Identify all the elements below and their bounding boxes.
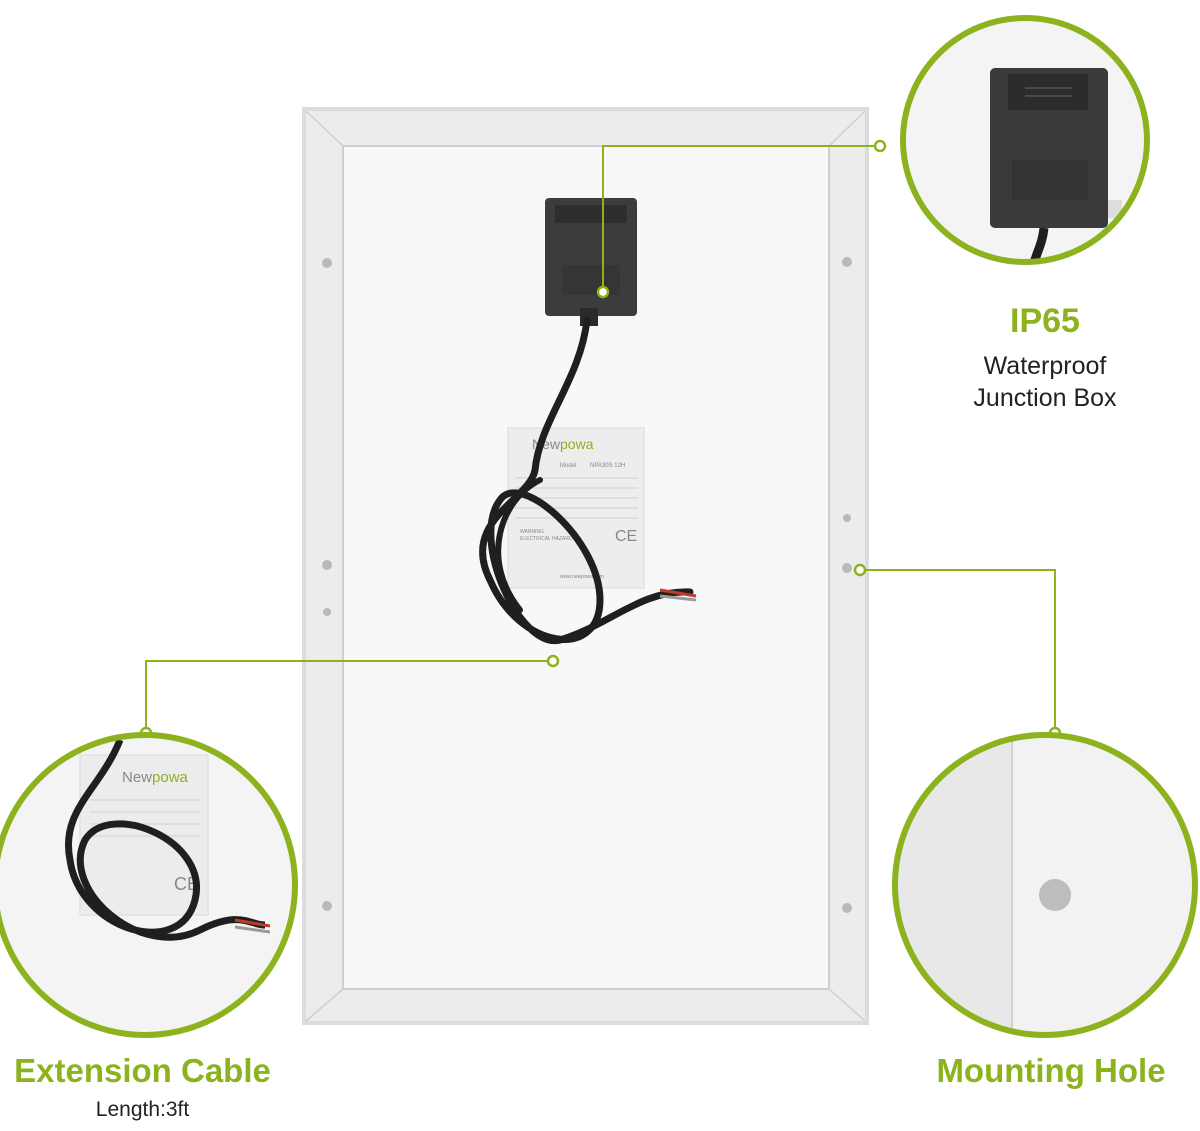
junction-box-zoom	[900, 15, 1150, 265]
extension-cable	[479, 316, 694, 644]
label-model-key: Model	[560, 463, 576, 469]
mounting-hole-title: Mounting Hole	[936, 1052, 1166, 1089]
junction-box	[545, 198, 637, 326]
junction-box-title: IP65	[1010, 302, 1080, 340]
label-brand-powa: powa	[560, 436, 594, 452]
label-warning-title: WARNING	[520, 529, 544, 535]
zoom-brand-powa: powa	[152, 769, 189, 786]
label-warning-sub: ELECTRICAL HAZARD	[520, 536, 573, 542]
mounting-holes	[322, 257, 852, 913]
label-website: www.newpowa.com	[560, 574, 604, 580]
svg-text:Newpowa: Newpowa	[122, 769, 189, 786]
product-label: Newpowa Model NPA30S 12H WARNING ELECTRI…	[507, 427, 645, 589]
label-ce-mark: CE	[615, 528, 637, 545]
label-model-value: NPA30S 12H	[590, 463, 625, 469]
junction-box-desc-line1: Waterproof	[983, 352, 1107, 380]
cable-title: Extension Cable	[14, 1052, 271, 1089]
cable-zoom: Newpowa CE	[0, 732, 298, 1038]
junction-box-desc-line2: Junction Box	[973, 384, 1117, 412]
callout-lines	[145, 145, 1056, 733]
cable-length: Length:3ft	[95, 1098, 190, 1121]
mounting-hole-zoom	[892, 732, 1198, 1038]
zoom-brand-new: New	[122, 769, 152, 786]
